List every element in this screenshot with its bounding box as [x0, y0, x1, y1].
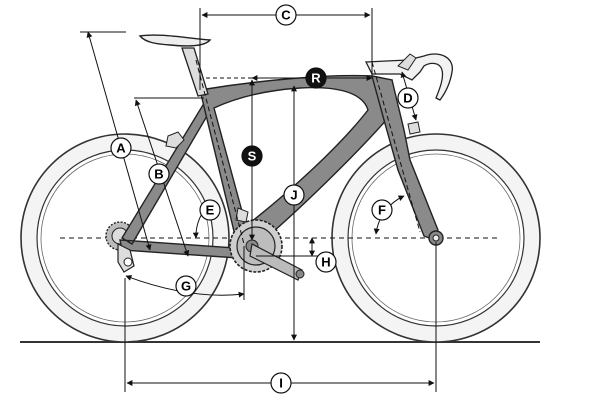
callout-d-label: D — [403, 91, 412, 106]
callout-j: J — [283, 184, 305, 206]
front-brake — [407, 121, 421, 135]
callout-h: H — [315, 251, 337, 273]
callout-f: F — [371, 199, 393, 221]
callout-i: I — [270, 372, 292, 394]
callout-i-label: I — [279, 376, 283, 391]
derailleur-icon — [117, 243, 135, 273]
front-derailleur — [235, 207, 249, 223]
callout-r-label: R — [311, 71, 321, 86]
callout-b-label: B — [154, 167, 163, 182]
callout-d: D — [397, 87, 419, 109]
callout-g-label: G — [181, 279, 191, 294]
callout-r: R — [305, 67, 327, 89]
callout-j-label: J — [290, 188, 297, 203]
chainring-icon — [229, 219, 305, 281]
callout-c-label: C — [281, 8, 291, 23]
head-tube-dashed — [371, 61, 421, 233]
callout-s: S — [241, 145, 263, 167]
callout-f-label: F — [378, 203, 386, 218]
callout-e-label: E — [206, 203, 215, 218]
callout-c: C — [275, 4, 297, 26]
saddle-icon — [138, 34, 212, 97]
callout-h-label: H — [321, 255, 330, 270]
callout-g: G — [175, 275, 197, 297]
callout-s-label: S — [248, 149, 257, 164]
callout-b: B — [148, 163, 170, 185]
callout-e: E — [199, 199, 221, 221]
callout-a: A — [110, 137, 132, 159]
callout-a-label: A — [116, 141, 126, 156]
